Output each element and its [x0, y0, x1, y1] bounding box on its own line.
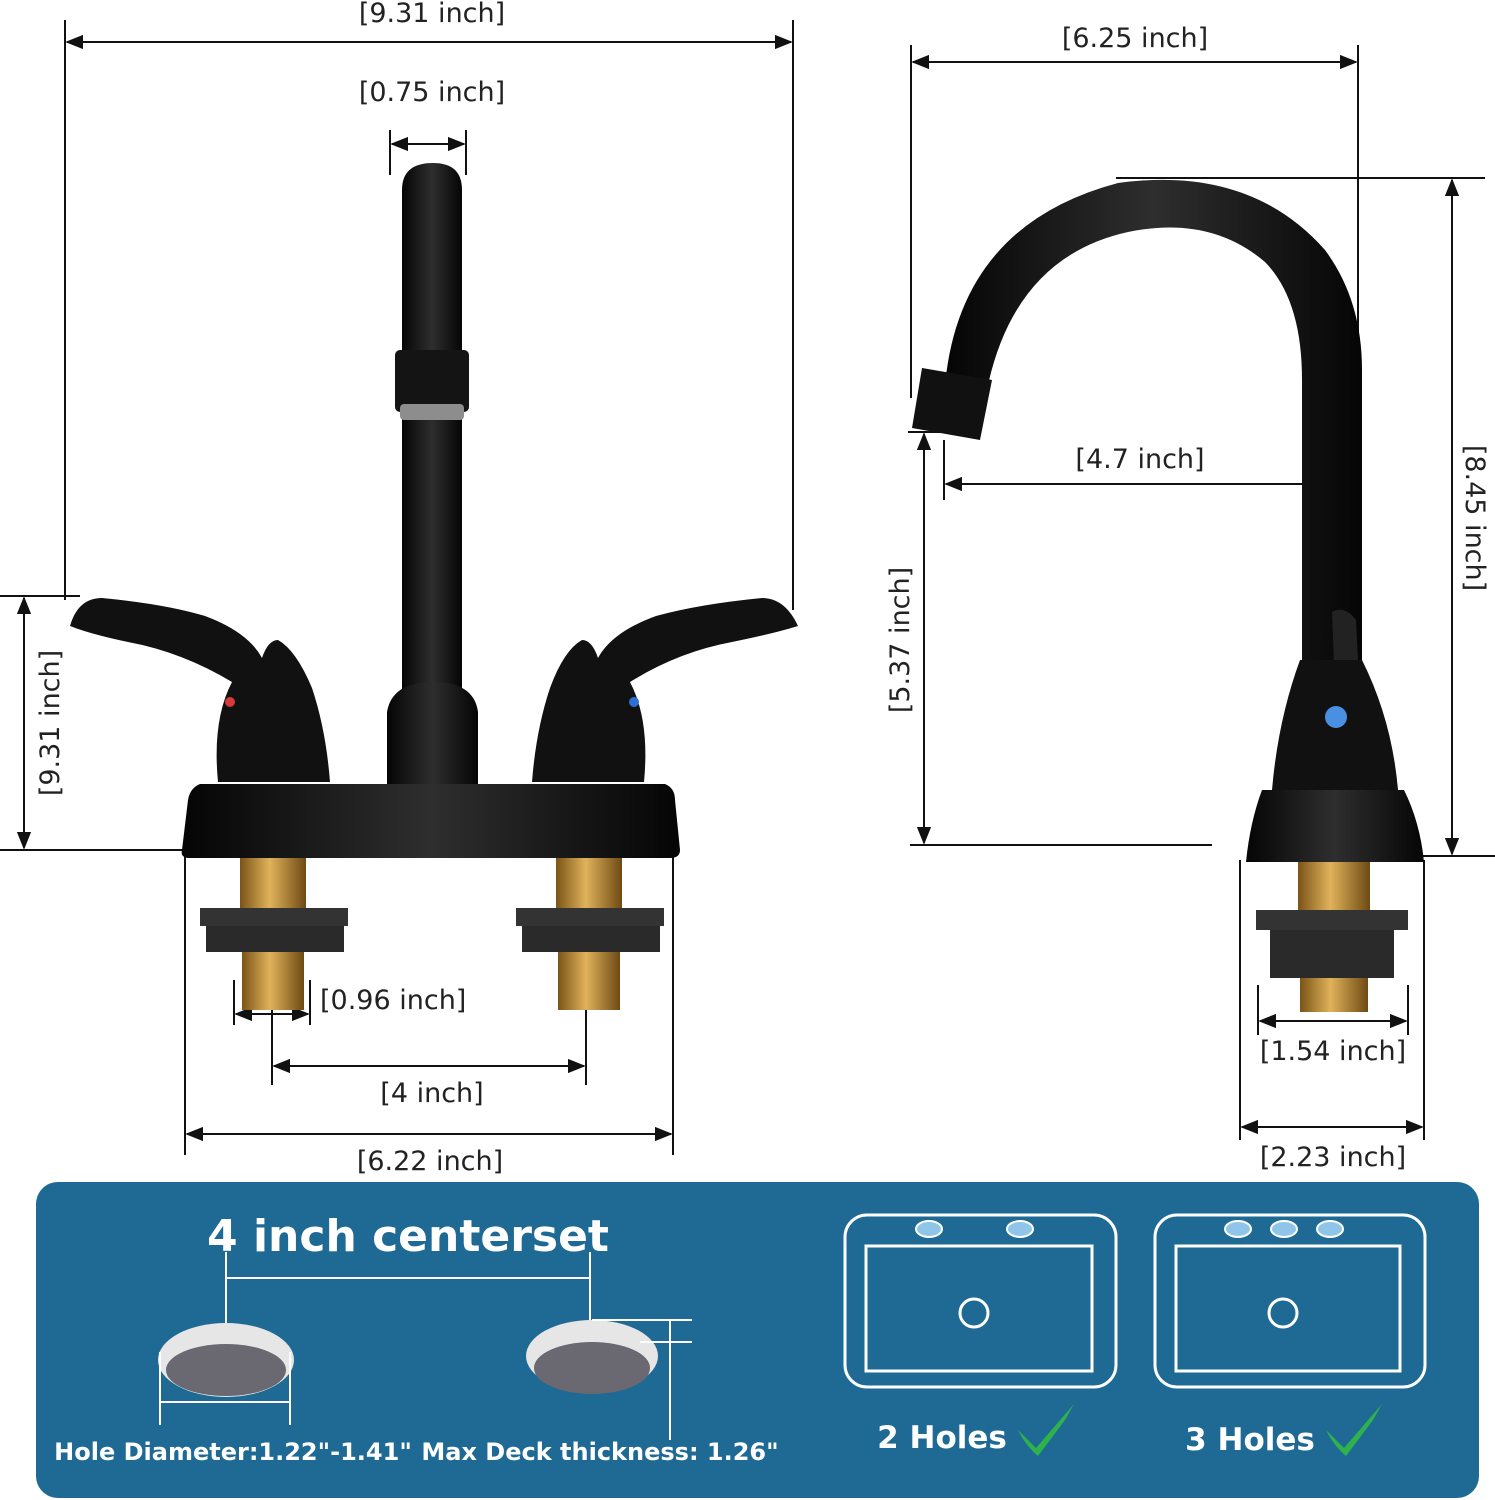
right-hole-inner: [534, 1342, 650, 1394]
faucet-hole: [1316, 1220, 1344, 1238]
side-shank-tail: [1300, 978, 1368, 1012]
aerator-sleeve: [395, 350, 469, 412]
overall-width-label: [9.31 inch]: [359, 0, 505, 29]
panel-background: [36, 1182, 1479, 1498]
right-shank: [556, 858, 622, 908]
shank-diameter-label: [0.96 inch]: [320, 985, 466, 1016]
left-handle: [70, 598, 330, 782]
right-handle: [532, 598, 798, 782]
installation-panel: 4 inch centerset Hole Diameter:1.22"-1.4…: [36, 1182, 1479, 1498]
left-shank: [240, 858, 306, 908]
aerator-ring: [400, 404, 464, 420]
side-aerator: [912, 368, 992, 440]
spout-reach-label: [4.7 inch]: [1075, 444, 1204, 475]
nut-width-label: [1.54 inch]: [1260, 1036, 1406, 1067]
faucet-hole: [1270, 1220, 1298, 1238]
front-view: [9.31 inch] [0.75 inch] [9.31 inch] [0.9…: [0, 0, 798, 1177]
three-hole-sink-outline: [1153, 1213, 1427, 1389]
cold-indicator: [1325, 706, 1347, 728]
drain-hole: [1267, 1297, 1299, 1329]
spout-depth-label: [6.25 inch]: [1062, 23, 1208, 54]
deck-thickness-label: Max Deck thickness: 1.26": [421, 1438, 778, 1466]
faucet-hole: [1006, 1220, 1034, 1238]
handle-height-label: [9.31 inch]: [35, 650, 66, 796]
three-holes-label: 3 Holes: [1185, 1422, 1315, 1458]
right-washer: [516, 908, 664, 926]
base-width-label: [6.22 inch]: [357, 1146, 503, 1177]
total-height-label: [8.45 inch]: [1459, 445, 1490, 591]
drain-hole: [958, 1297, 990, 1329]
center-spacing-label: [4 inch]: [380, 1078, 483, 1109]
cold-indicator: [629, 697, 639, 707]
hot-indicator: [225, 697, 235, 707]
two-hole-sink-basin: [864, 1244, 1094, 1373]
side-mounting-nut: [1270, 930, 1394, 978]
two-hole-sink-outline: [843, 1213, 1118, 1389]
spout-clearance-label: [5.37 inch]: [885, 567, 916, 713]
side-view: [6.25 inch] [4.7 inch] [8.45 inch] [5.37…: [885, 23, 1495, 1173]
spout: [402, 163, 462, 690]
left-mounting-nut: [206, 926, 344, 952]
right-shank-tail: [558, 952, 620, 1010]
two-holes-label: 2 Holes: [877, 1420, 1007, 1456]
three-hole-sink-basin: [1174, 1244, 1402, 1373]
faucet-hole: [1224, 1220, 1252, 1238]
gooseneck-spout: [945, 179, 1362, 690]
left-hole-inner: [166, 1344, 286, 1396]
side-base: [1246, 790, 1424, 862]
right-mounting-nut: [522, 926, 660, 952]
side-lever: [1332, 609, 1358, 664]
left-shank-tail: [242, 952, 304, 1010]
hole-diameter-label: Hole Diameter:1.22"-1.41": [54, 1438, 412, 1466]
panel-title: 4 inch centerset: [207, 1211, 609, 1262]
faucet-hole: [915, 1220, 943, 1238]
base-depth-label: [2.23 inch]: [1260, 1142, 1406, 1173]
base-plate: [181, 784, 680, 858]
side-washer: [1256, 910, 1408, 930]
spout-base: [387, 682, 478, 785]
side-shank: [1298, 862, 1370, 910]
left-washer: [200, 908, 348, 926]
spout-width-label: [0.75 inch]: [359, 77, 505, 108]
